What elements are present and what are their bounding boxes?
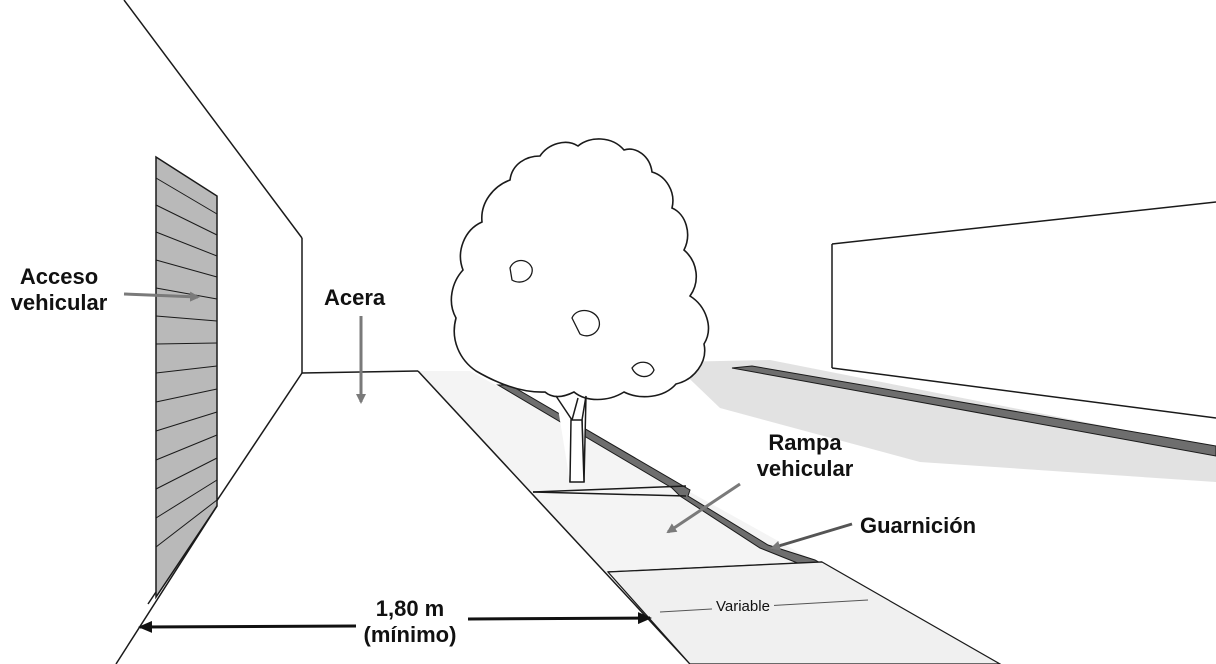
ramp-variable-zone: [606, 561, 1002, 664]
tree-shadow: [672, 360, 1216, 482]
rampa-vehicular-label: Rampa vehicular: [740, 430, 870, 482]
rampa-arrow: [666, 482, 741, 534]
acceso-label-line1: Acceso: [19, 264, 99, 289]
tree-canopy: [450, 138, 710, 401]
far-curb: [731, 365, 1216, 457]
dimension-value: 1,80 m: [375, 596, 445, 621]
dimension-arrow-right: [467, 612, 652, 625]
garage-door: [155, 155, 218, 600]
acera-label: Acera: [324, 285, 386, 310]
rampa-label-line1: Rampa: [768, 430, 842, 455]
background-wall: [831, 201, 1216, 419]
variable-label: Variable: [712, 598, 774, 616]
rampa-label-line2: vehicular: [756, 456, 854, 481]
guarnicion-arrow: [770, 522, 853, 551]
dimension-arrow-left: [138, 620, 357, 633]
acceso-label-line2: vehicular: [10, 290, 108, 315]
guarnicion-label: Guarnición: [860, 513, 977, 538]
acceso-arrow: [123, 291, 200, 302]
dimension-label: 1,80 m (mínimo): [340, 596, 480, 648]
acceso-vehicular-label: Acceso vehicular: [0, 264, 118, 316]
dimension-note: (mínimo): [363, 622, 457, 647]
tree: [450, 138, 710, 483]
